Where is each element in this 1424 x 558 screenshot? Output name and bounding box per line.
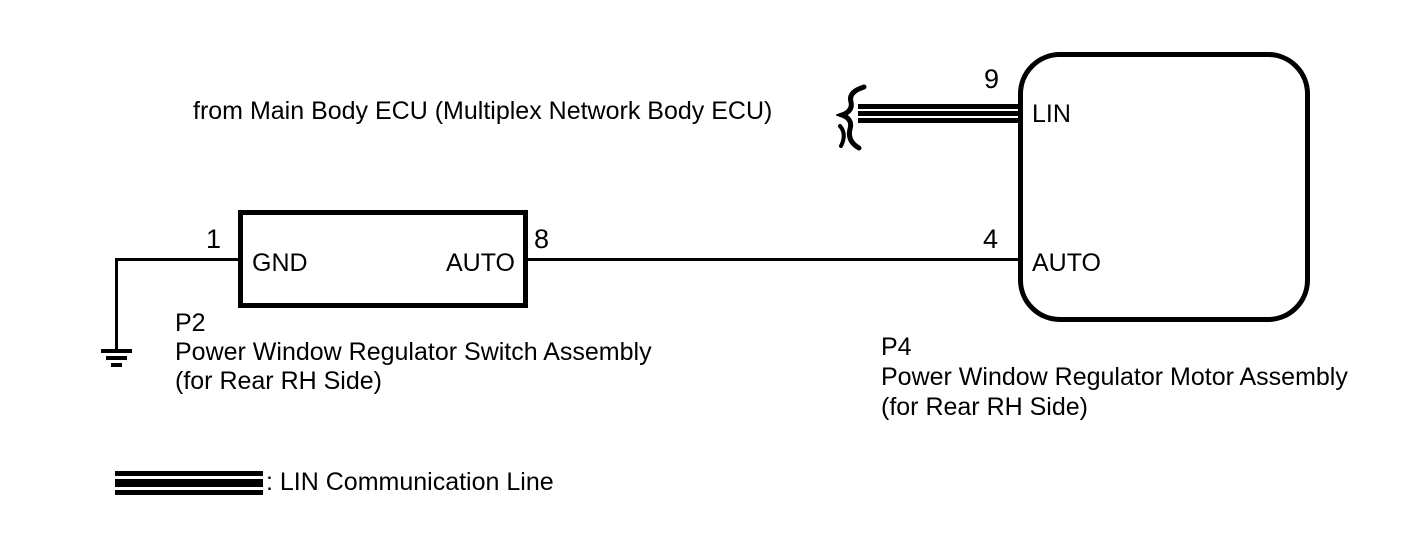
switch-assembly-caption: P2 Power Window Regulator Switch Assembl… xyxy=(175,309,652,396)
motor-assembly-box xyxy=(1018,52,1310,322)
switch-pin-auto-number: 8 xyxy=(534,224,550,254)
motor-assembly-name: Power Window Regulator Motor Assembly xyxy=(881,363,1348,391)
motor-assembly-caption: P4 Power Window Regulator Motor Assembly… xyxy=(881,332,1348,422)
switch-pin-gnd-number: 1 xyxy=(206,224,222,254)
switch-assembly-box xyxy=(238,210,528,308)
ecu-source-label: from Main Body ECU (Multiplex Network Bo… xyxy=(193,97,773,125)
switch-assembly-id: P2 xyxy=(175,309,206,337)
motor-pin-auto-label: AUTO xyxy=(1032,249,1101,277)
motor-pin-auto-number: 4 xyxy=(983,224,999,254)
ground-wire-horizontal xyxy=(115,258,240,261)
motor-assembly-id: P4 xyxy=(881,333,912,361)
switch-assembly-name: Power Window Regulator Switch Assembly xyxy=(175,338,652,366)
lin-communication-wire xyxy=(858,104,1020,123)
switch-pin-gnd-label: GND xyxy=(252,249,308,277)
legend-lin-line-swatch xyxy=(115,471,263,495)
switch-assembly-variant: (for Rear RH Side) xyxy=(175,367,382,395)
auto-signal-wire xyxy=(527,258,1020,261)
motor-pin-lin-number: 9 xyxy=(984,64,1000,94)
legend-lin-line-label: : LIN Communication Line xyxy=(266,468,554,496)
switch-pin-auto-label: AUTO xyxy=(446,249,515,277)
wire-break-squiggle-icon xyxy=(836,84,870,152)
ground-wire-vertical xyxy=(115,258,118,349)
motor-assembly-variant: (for Rear RH Side) xyxy=(881,393,1088,421)
motor-pin-lin-label: LIN xyxy=(1032,100,1071,128)
